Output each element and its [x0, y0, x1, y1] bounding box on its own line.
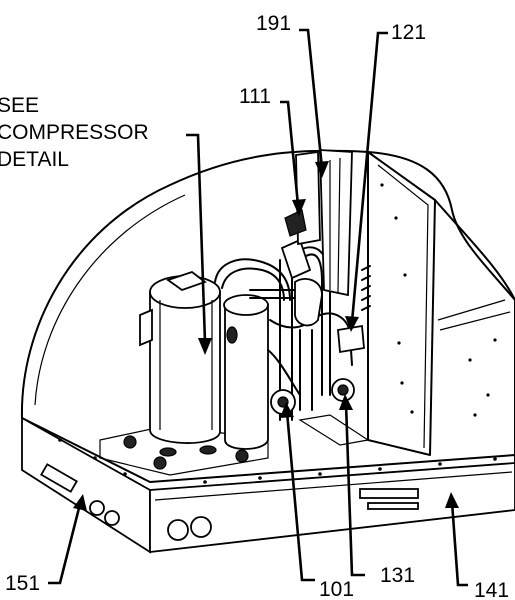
callout-131: 131: [380, 564, 415, 587]
compressor-detail-note: SEE COMPRESSOR DETAIL: [0, 94, 149, 171]
callout-191: 191: [256, 12, 291, 35]
callout-151: 151: [5, 572, 40, 595]
callout-111: 111: [239, 85, 271, 108]
note-line-3: DETAIL: [0, 148, 69, 171]
louvre-slots: [361, 265, 371, 311]
refrigerant-piping: [214, 149, 365, 421]
callout-141: 141: [474, 579, 509, 600]
note-line-2: COMPRESSOR: [0, 121, 149, 144]
callout-101: 101: [319, 578, 354, 600]
callout-121: 121: [391, 21, 426, 44]
note-line-1: SEE: [0, 94, 39, 117]
compressor: [139, 270, 269, 457]
base-pan: [21, 414, 515, 554]
cabinet-housing: [20, 149, 515, 471]
leader-lines: [48, 28, 468, 587]
